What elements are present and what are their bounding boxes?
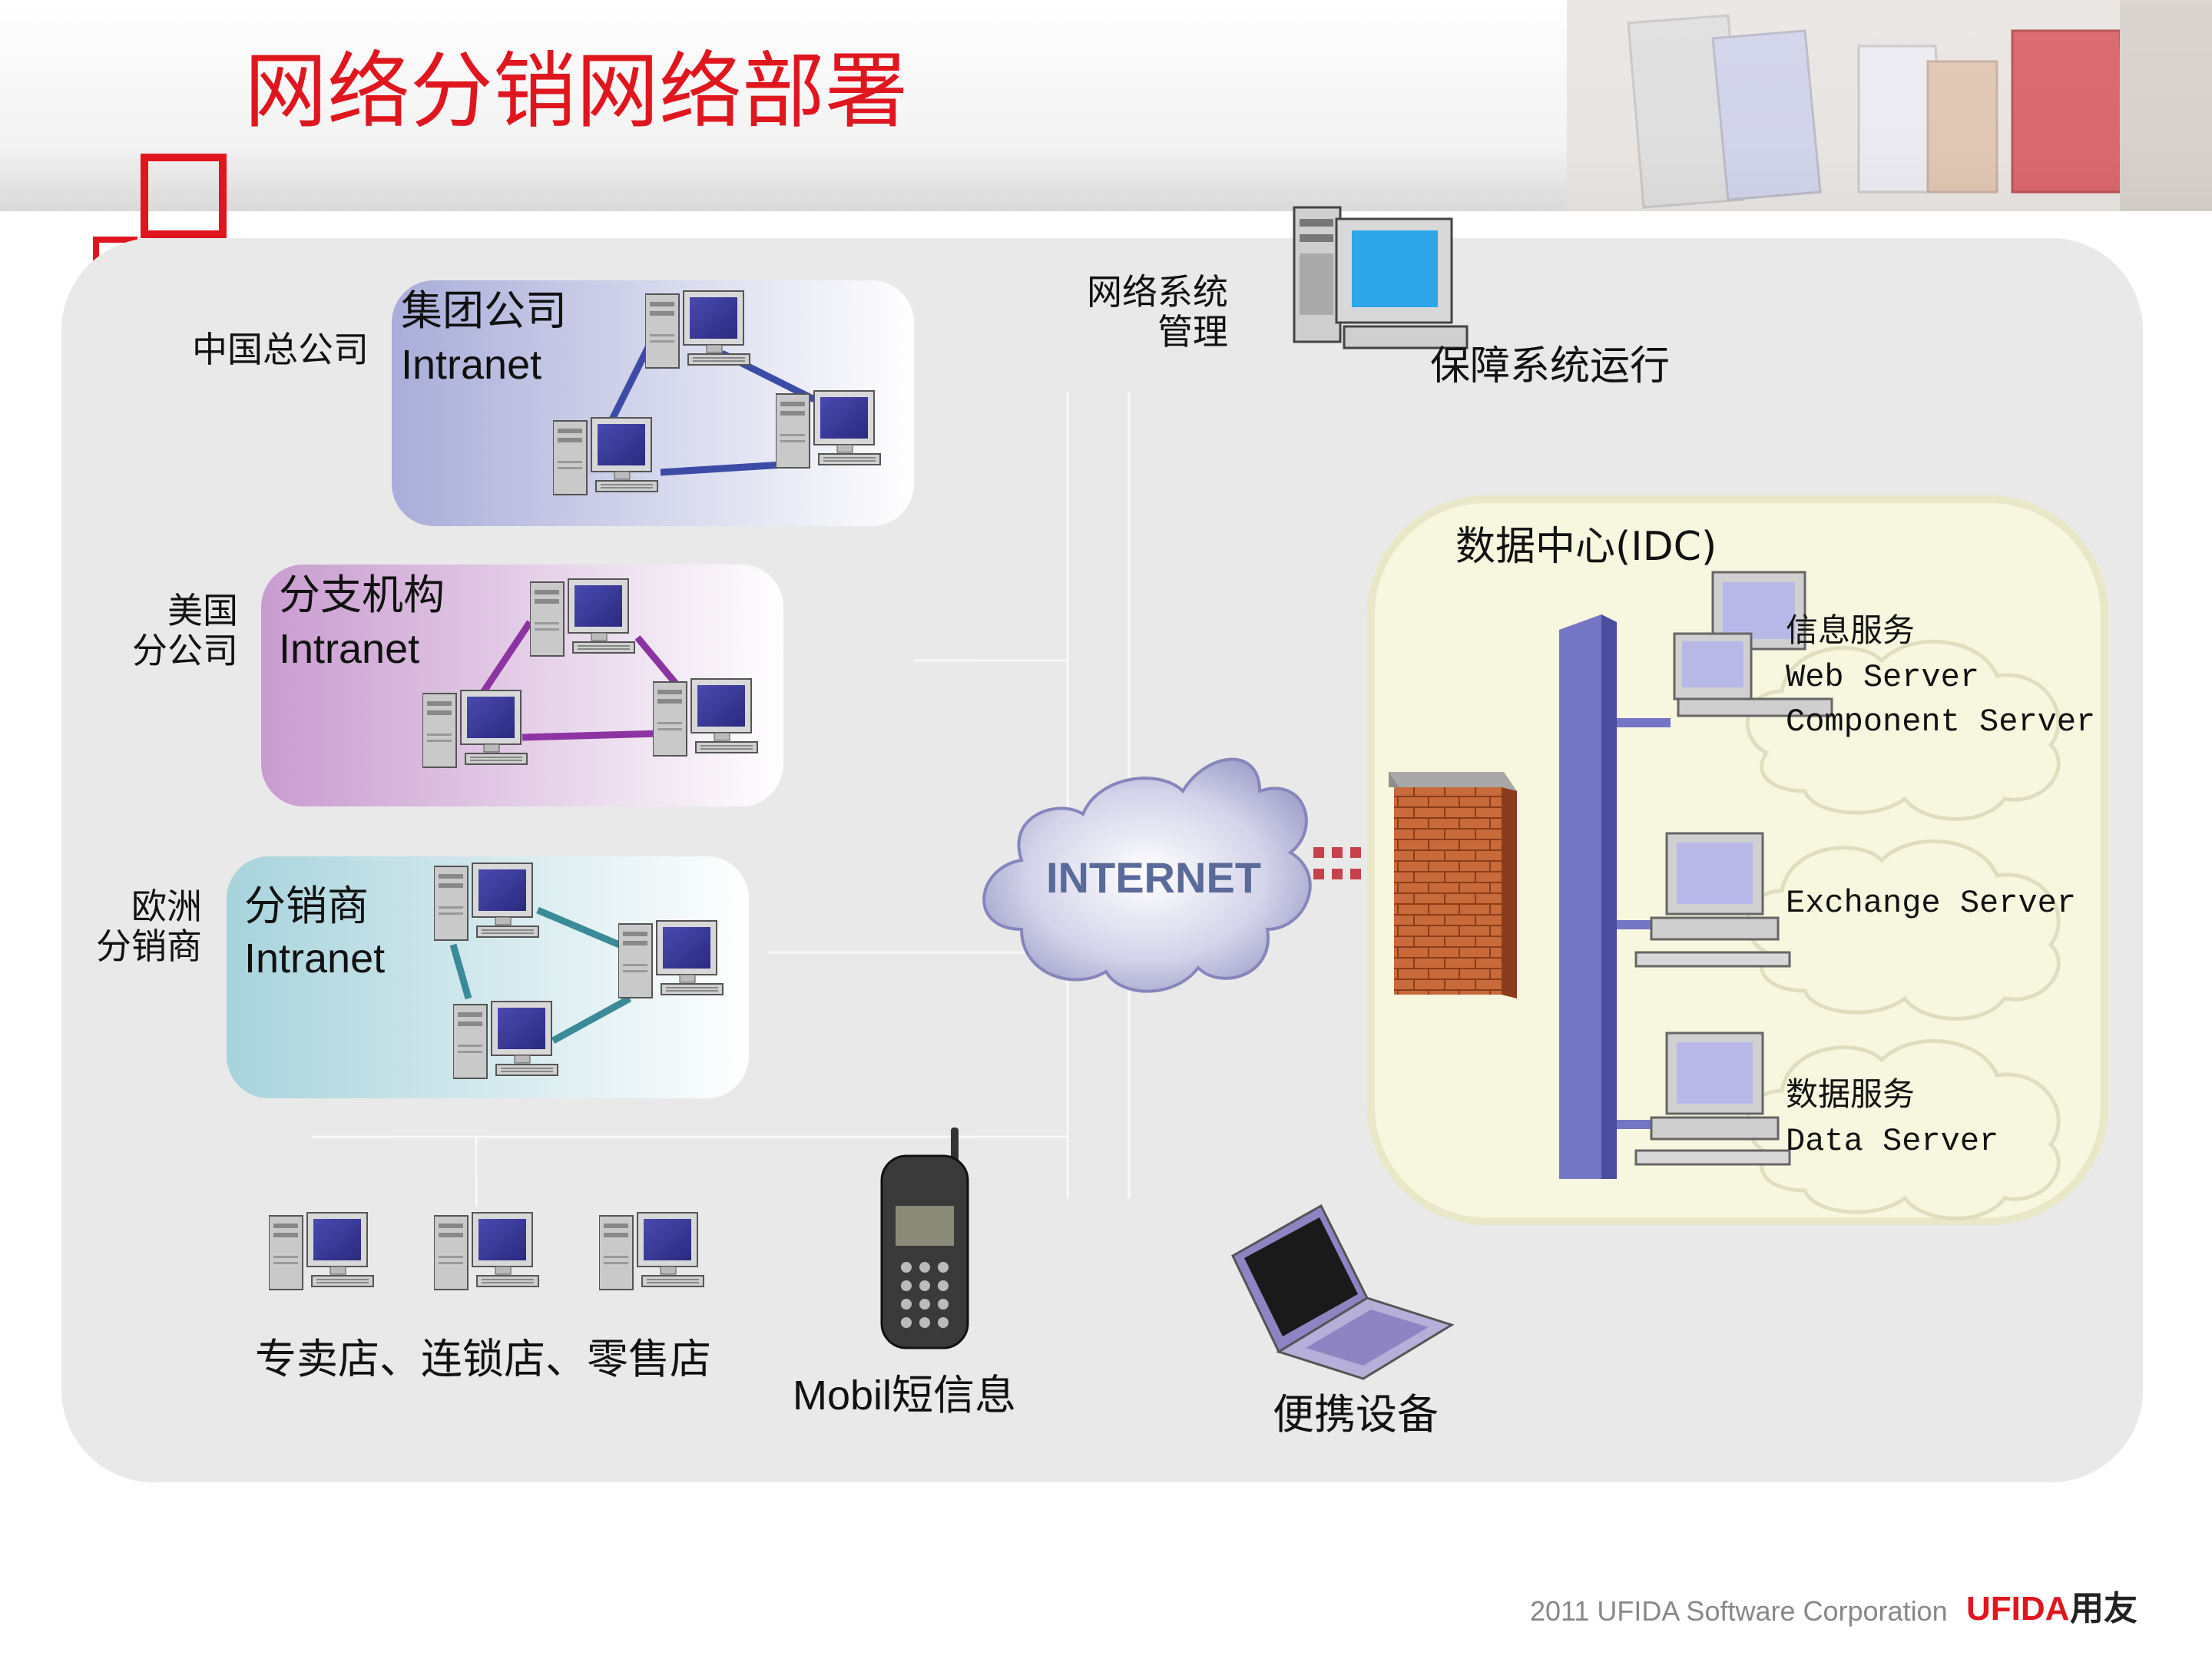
server-clouds [1745,639,2061,1220]
server-bus [1559,614,1671,1179]
firewall-icon [1389,772,1517,998]
computer-icon [618,920,724,998]
computer-icon [599,1212,704,1290]
group-box-europe [227,856,749,1098]
ufida-logo [1962,1593,2139,1633]
connector-lines [311,392,1131,1206]
footer-logo-cn: 用友 [2070,1589,2137,1628]
group-location-europe: 欧洲 分销商 [96,886,202,967]
server-icon [1634,832,1791,968]
computer-icon [653,678,758,757]
server-icon [1673,571,1833,717]
group-name-europe: 分销商 [244,882,369,930]
mobile-label: Mobil短信息 [793,1373,1017,1419]
server-label-data: 数据服务 Data Server [1786,1078,1999,1160]
group-network-china: Intranet [401,342,542,388]
group-location-china: 中国总公司 [192,329,369,370]
group-network-europe: Intranet [244,935,386,982]
computer-icon [553,417,658,495]
footer-logo-text: UFIDA [1966,1590,2070,1628]
mobile-phone-icon [880,1128,969,1349]
computer-icon [453,1001,558,1079]
group-network-usa: Intranet [279,626,420,672]
group-name-china: 集团公司 [401,286,567,335]
shops-label: 专卖店、连锁店、零售店 [255,1335,711,1383]
footer-copyright: 2011 UFIDA Software Corporation [1530,1595,1948,1627]
internet-label: INTERNET [1046,853,1261,902]
management-label: 网络系统 管理 [1087,271,1228,353]
server-label-exchange: Exchange Server [1786,885,2077,922]
links-group2 [473,620,679,741]
computer-icon [422,690,528,768]
header-photo [1567,0,2212,211]
laptop-icon [1231,1204,1455,1380]
server-label-web: 信息服务 Web Server Component Server [1786,614,2096,740]
server-icon [1634,1031,1791,1166]
computer-icon [645,290,750,369]
computer-icon [776,390,881,469]
computer-icon [434,1212,539,1290]
idc-title: 数据中心(IDC) [1455,524,1717,570]
page-title: 网络分销网络部署 [244,44,909,140]
computer-icon [269,1212,374,1290]
internet-cloud-icon [982,757,1312,993]
management-workstation-icon [1293,206,1469,349]
idc-servers [1634,571,1833,1166]
decor-square [141,154,227,238]
computer-icon [434,863,539,941]
portable-label: 便携设备 [1273,1390,1439,1439]
management-caption: 保障系统运行 [1430,343,1671,389]
group-location-usa: 美国 分公司 [132,590,238,671]
group-name-usa: 分支机构 [279,571,445,619]
computer-icon [530,578,635,657]
